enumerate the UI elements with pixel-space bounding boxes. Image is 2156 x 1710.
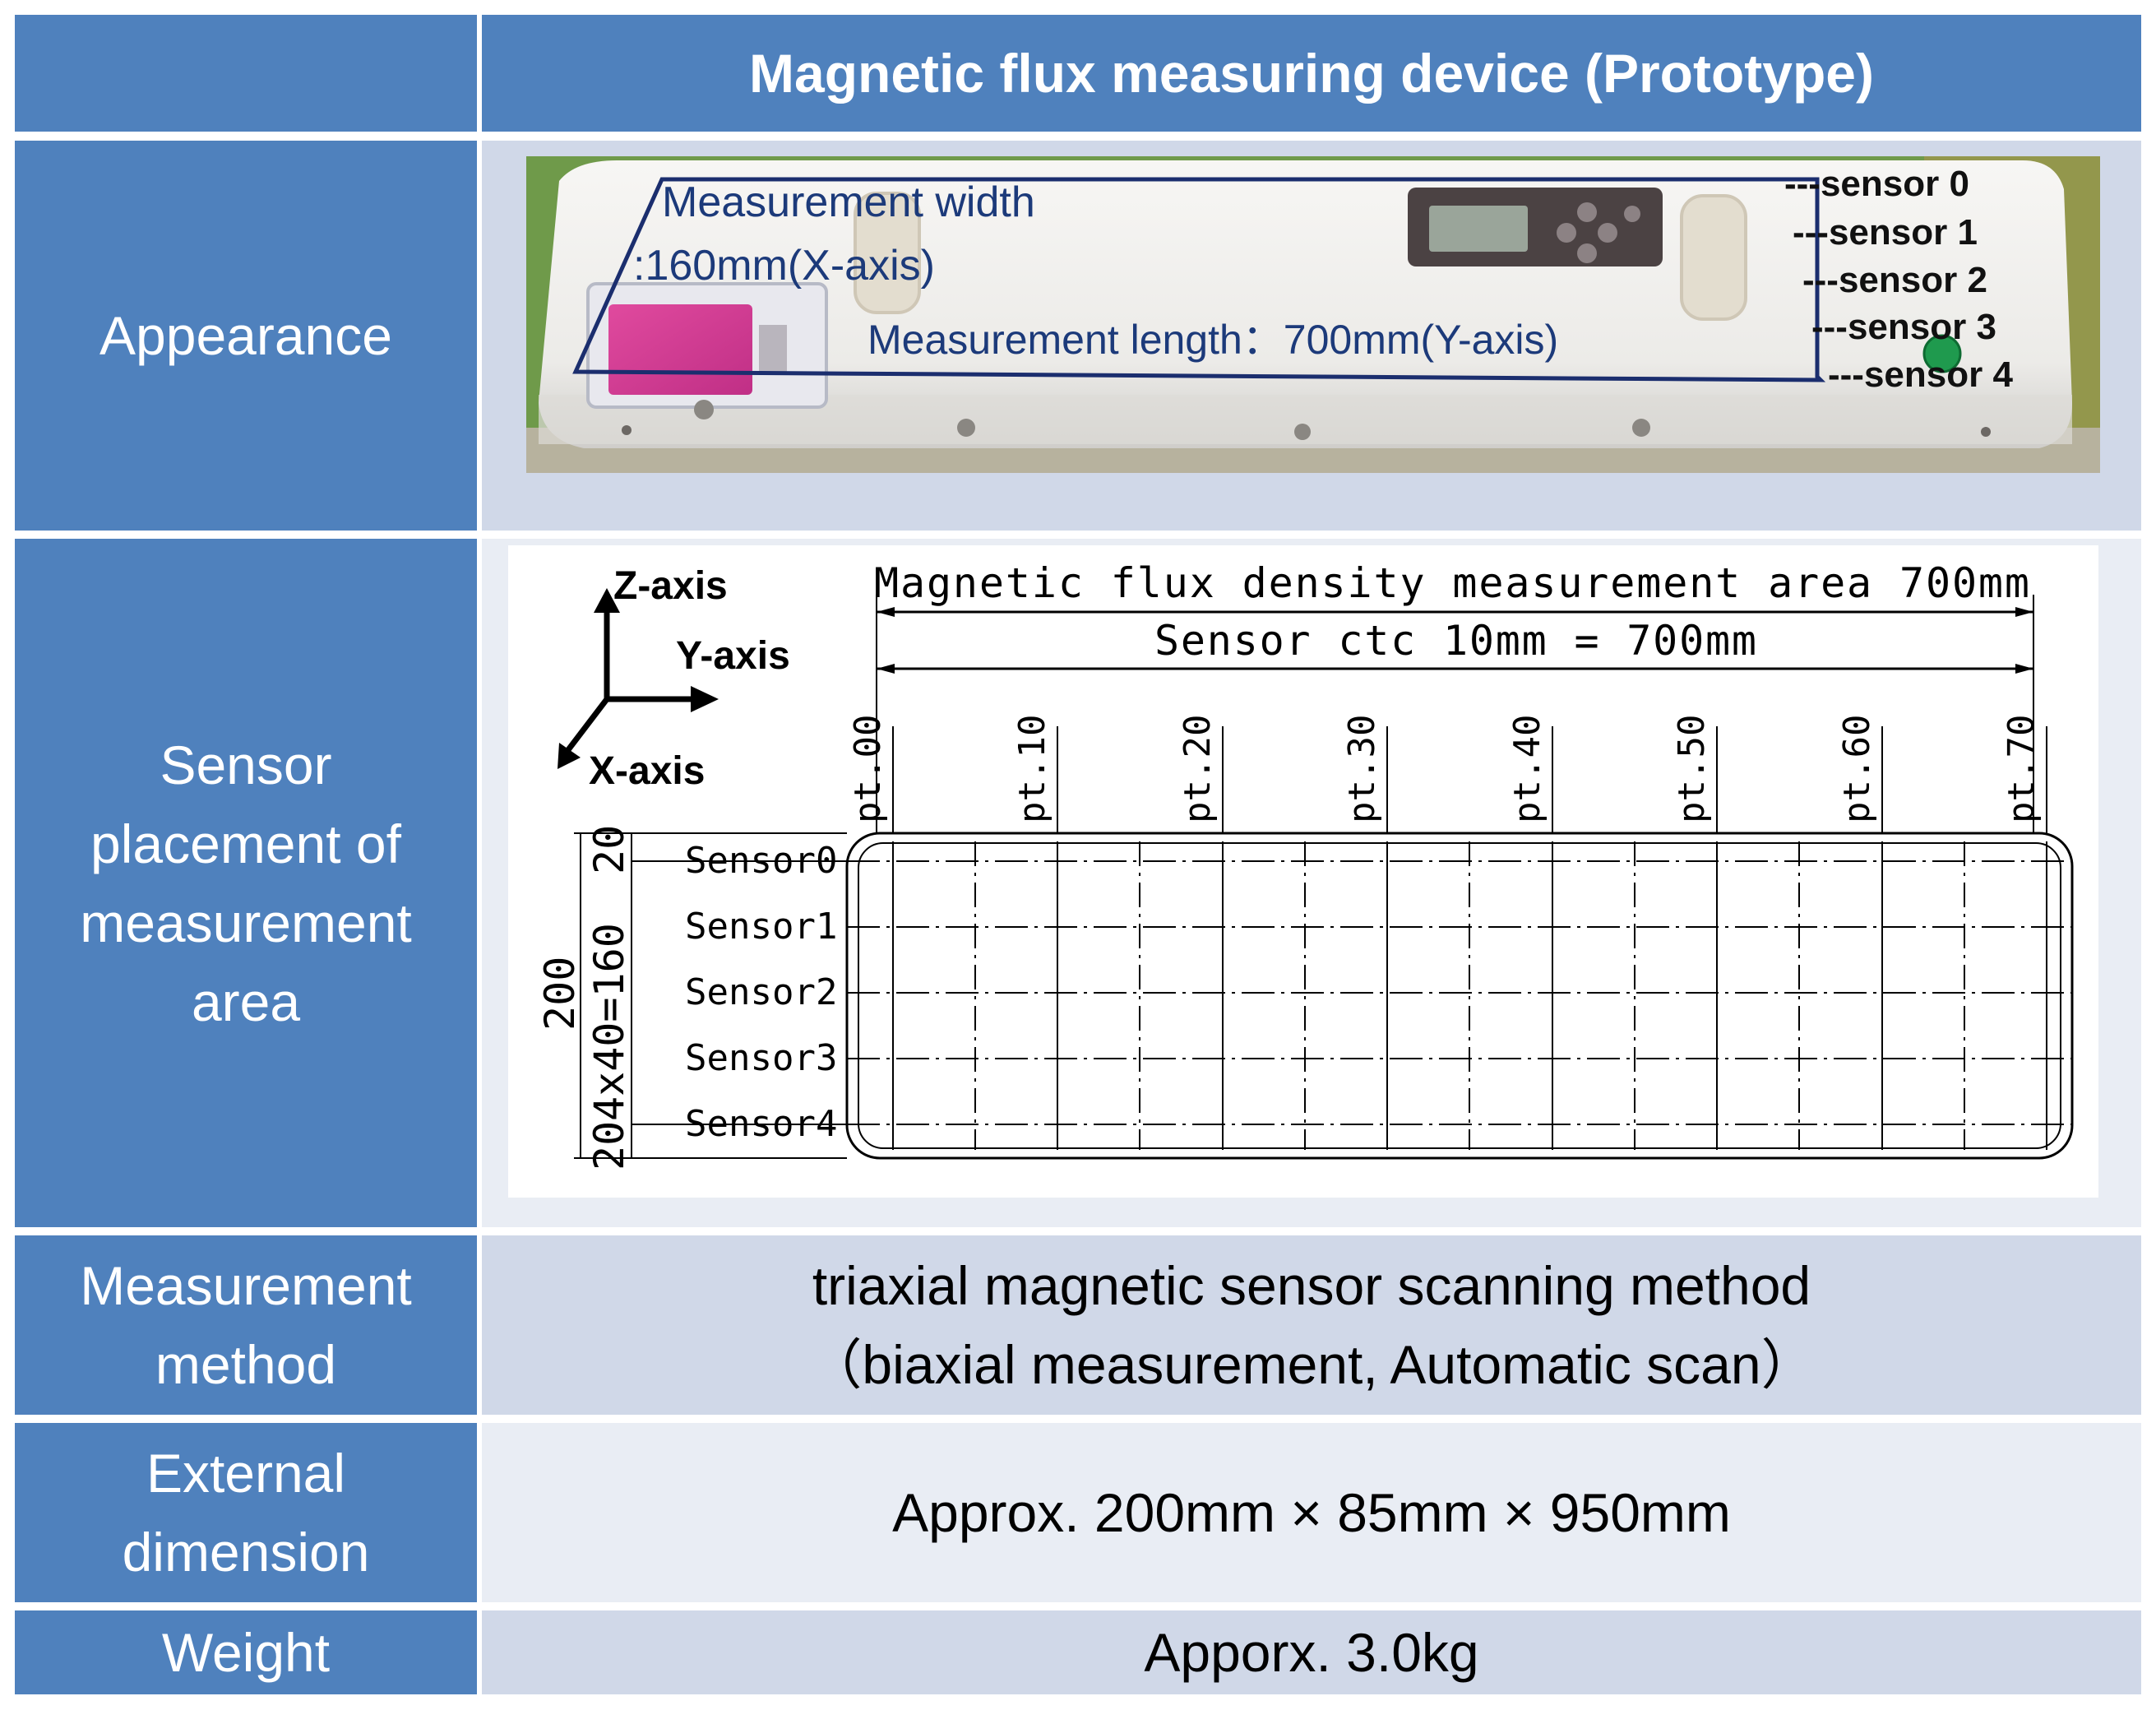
screw-icon (1981, 427, 1991, 437)
row-label-weight: Weight (15, 1610, 477, 1694)
sensor-label: Sensor3 (685, 1037, 837, 1079)
area-outline (845, 832, 2074, 1160)
point-label: pt.50 (1671, 715, 1713, 823)
grid-horizontal (847, 860, 2072, 1125)
row-label-appearance: Appearance (15, 141, 477, 531)
dim-top-label: 20 (585, 825, 633, 874)
sensor-label: ---sensor 3 (1811, 307, 1996, 347)
measurement-area-outline (572, 177, 1826, 382)
panel-button-icon (1577, 202, 1597, 222)
sensor-label: ---sensor 4 (1828, 355, 2013, 395)
label-line: placement of (90, 813, 401, 874)
device-photo: Measurement width :160mm(X-axis) Measure… (526, 156, 2100, 473)
area-label: Magnetic flux density measurement area 7… (874, 559, 2029, 607)
label-line: dimension (122, 1522, 370, 1583)
handle-slot (1680, 194, 1747, 321)
z-axis-label: Z-axis (613, 564, 728, 608)
screw-icon (1294, 424, 1311, 440)
measurement-width-label: Measurement width (662, 178, 1035, 226)
measurement-length-label: Measurement length：700mm(Y-axis) (867, 317, 1558, 363)
weight-value: Apporx. 3.0kg (1144, 1622, 1479, 1683)
sensor-label: ---sensor 0 (1784, 164, 1969, 204)
battery-icon (608, 304, 752, 395)
point-label: pt.30 (1341, 715, 1383, 823)
dim-bottom-label: 20 (585, 1121, 633, 1170)
sensor-label: Sensor1 (685, 906, 837, 948)
point-label: pt.70 (2001, 715, 2043, 823)
row-label-measurement-method: Measurement method (15, 1235, 477, 1415)
point-label: pt.40 (1506, 715, 1548, 823)
sensor-label: ---sensor 2 (1802, 260, 1987, 300)
label-line: area (191, 971, 301, 1032)
sensor-label: Sensor2 (685, 971, 837, 1013)
arrow-down-left-icon (558, 743, 581, 769)
label-line: External (146, 1443, 346, 1504)
point-label: pt.60 (1836, 715, 1878, 823)
point-label: pt.00 (847, 715, 889, 823)
arrow-right-icon (691, 686, 719, 712)
weight-value-cell: Apporx. 3.0kg (482, 1610, 2141, 1694)
arrow-up-icon (594, 588, 620, 613)
grid-vertical (892, 841, 2047, 1150)
label-appearance: Appearance (99, 305, 392, 366)
y-axis-label: Y-axis (676, 634, 790, 678)
point-label: pt.20 (1177, 715, 1219, 823)
label-line: Sensor (160, 734, 332, 795)
dim-total-label: 200 (536, 957, 584, 1031)
sensor-placement-diagram: Z-axis Y-axis X-axis Magnetic flux densi… (508, 545, 2098, 1198)
panel-button-icon (1557, 223, 1576, 243)
dimension-value: Approx. 200mm × 85mm × 950mm (892, 1482, 1731, 1543)
screw-icon (694, 400, 714, 419)
label-weight: Weight (161, 1622, 331, 1683)
sensor-label: ---sensor 1 (1793, 212, 1978, 253)
label-line: Measurement (80, 1255, 412, 1316)
screw-icon (622, 425, 632, 435)
led-indicator-icon (1922, 334, 1962, 373)
page-title: Magnetic flux measuring device (Prototyp… (749, 43, 1874, 104)
label-line: measurement (80, 892, 412, 953)
axis-indicator (558, 588, 719, 769)
panel-button-icon (1624, 206, 1640, 222)
handle-slot (854, 192, 921, 314)
row-label-external-dimension: External dimension (15, 1423, 477, 1602)
x-axis-label: X-axis (589, 749, 705, 793)
external-dimension-value-cell: Approx. 200mm × 85mm × 950mm (482, 1423, 2141, 1602)
method-line: （biaxial measurement, Automatic scan） (807, 1334, 1816, 1395)
area-inner-outline (858, 842, 2061, 1149)
header-title-cell: Magnetic flux measuring device (Prototyp… (482, 15, 2141, 132)
ctc-label: Sensor ctc 10mm = 700mm (1154, 617, 1756, 665)
label-line: method (155, 1334, 337, 1395)
dim-middle-label: 4x40=160 (585, 923, 633, 1121)
row-label-sensor-placement: Sensor placement of measurement area (15, 539, 477, 1227)
left-dimensions (580, 833, 632, 1158)
point-labels: pt.00 pt.10 pt.20 pt.30 pt.40 pt.50 pt.6… (847, 715, 2043, 823)
lcd-screen (1429, 206, 1528, 252)
header-corner-cell (15, 15, 477, 132)
measurement-method-value-cell: triaxial magnetic sensor scanning method… (482, 1235, 2141, 1415)
screw-icon (957, 419, 975, 437)
panel-button-icon (1577, 243, 1597, 263)
measurement-width-value: :160mm(X-axis) (633, 242, 935, 290)
panel-button-icon (1598, 223, 1617, 243)
point-label: pt.10 (1011, 715, 1053, 823)
grid-vertical-dashed (974, 841, 1965, 1150)
screw-icon (1632, 419, 1650, 437)
method-line: triaxial magnetic sensor scanning method (812, 1255, 1811, 1316)
